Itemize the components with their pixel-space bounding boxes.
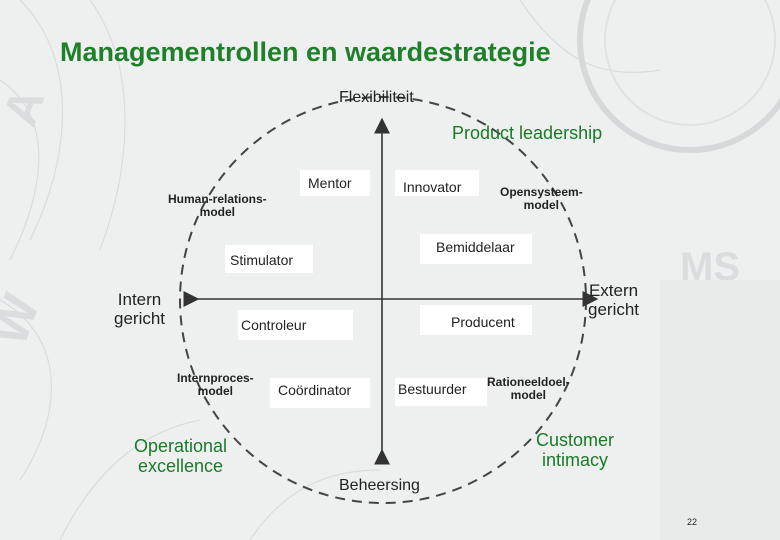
role-innovator: Innovator	[403, 179, 462, 195]
bestuurder-box	[395, 378, 487, 406]
model-internal-process: Internproces- model	[177, 371, 254, 399]
role-coordinator: Coördinator	[278, 382, 352, 398]
role-bemiddelaar: Bemiddelaar	[436, 239, 515, 255]
axis-label-top: Flexibiliteit	[339, 89, 414, 106]
axis-label-left: Intern gericht	[114, 290, 166, 328]
strategy-operational-excellence: Operational excellence	[134, 436, 228, 476]
role-controleur: Controleur	[241, 317, 307, 333]
role-mentor: Mentor	[308, 175, 352, 191]
model-human-relations: Human-relations- model	[168, 192, 267, 220]
role-producent: Producent	[451, 314, 515, 330]
strategy-product-leadership: Product leadership	[452, 123, 603, 143]
strategy-customer-intimacy: Customer intimacy	[536, 430, 615, 470]
axis-label-right: Extern gericht	[588, 281, 640, 319]
role-stimulator: Stimulator	[230, 252, 294, 268]
innovator-box	[395, 170, 479, 196]
coordinator-box	[270, 378, 370, 408]
dashed-circle	[179, 96, 587, 504]
page-number: 22	[687, 517, 698, 527]
model-rational-goal: Rationeeldoel- model	[487, 375, 570, 403]
producent-box	[420, 305, 532, 335]
stimulator-box	[225, 245, 313, 273]
mentor-box	[300, 170, 370, 196]
role-bestuurder: Bestuurder	[398, 381, 467, 397]
bemiddelaar-box	[420, 234, 532, 264]
controleur-box	[238, 310, 353, 340]
axis-label-bottom: Beheersing	[339, 477, 420, 494]
page-title: Managementrollen en waardestrategie	[60, 37, 551, 67]
model-open-system: Opensysteem- model	[500, 185, 583, 213]
